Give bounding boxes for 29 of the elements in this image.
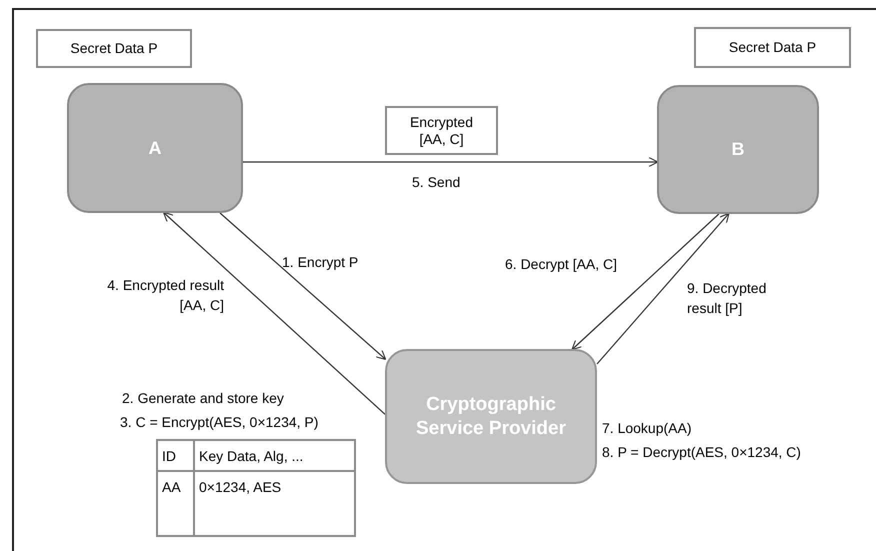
service-box bbox=[385, 349, 597, 484]
arrow bbox=[220, 212, 386, 360]
step-note: 3. C = Encrypt(AES, 0×1234, P) bbox=[120, 413, 318, 432]
arrow bbox=[162, 212, 386, 415]
edge-label: 1. Encrypt P bbox=[282, 253, 358, 272]
arrow bbox=[571, 214, 720, 350]
node-text: B bbox=[732, 138, 744, 161]
node-text: Secret Data P bbox=[728, 39, 816, 56]
step-note: 2. Generate and store key bbox=[122, 389, 284, 408]
node-text: A bbox=[148, 136, 162, 160]
table-header: Key Data, Alg, ... bbox=[193, 439, 356, 472]
arrow bbox=[243, 156, 658, 168]
table-entry: AA bbox=[156, 470, 195, 537]
edge-label: 4. Encrypted result [AA, C] bbox=[106, 276, 224, 315]
arrow bbox=[596, 212, 730, 364]
node-text: Encrypted [AA, C] bbox=[408, 114, 474, 148]
node-text: Cryptographic Service Provider bbox=[415, 392, 567, 440]
node-text: Secret Data P bbox=[70, 40, 158, 57]
data-box bbox=[385, 106, 498, 155]
data-box bbox=[36, 29, 192, 68]
party-box bbox=[657, 85, 819, 214]
table-entry: 0×1234, AES bbox=[193, 470, 356, 537]
edge-label: 6. Decrypt [AA, C] bbox=[505, 255, 618, 274]
step-note: 7. Lookup(AA) bbox=[602, 419, 692, 438]
edge-label: 9. Decrypted result [P] bbox=[687, 279, 768, 318]
data-box bbox=[694, 27, 851, 68]
step-note: 8. P = Decrypt(AES, 0×1234, C) bbox=[602, 443, 801, 462]
party-box bbox=[67, 83, 243, 213]
edge-label: 5. Send bbox=[412, 173, 460, 192]
